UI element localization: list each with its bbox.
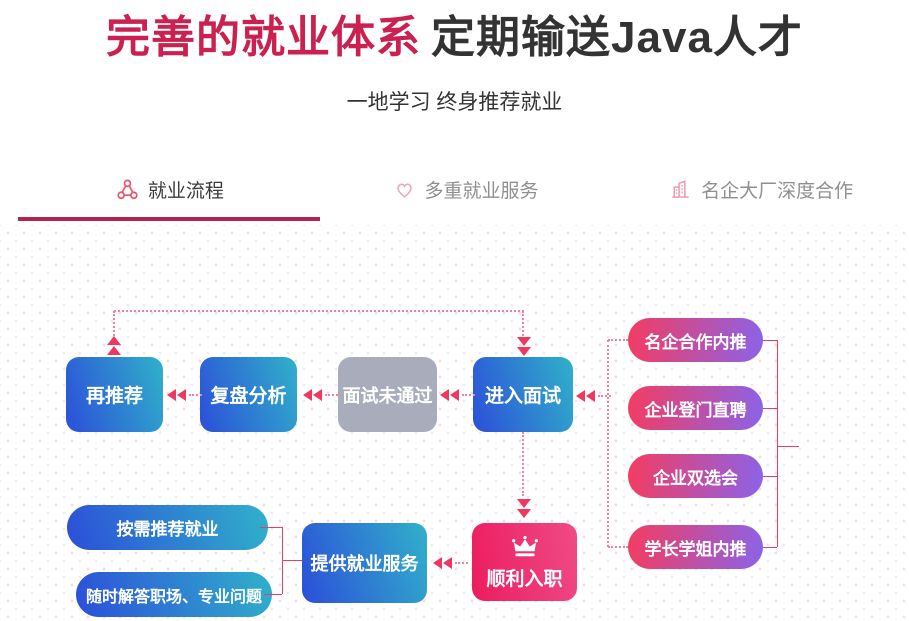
connector-stub <box>763 340 777 341</box>
tab-bar: 就业流程 多重就业服务 名企大厂深度合作 <box>0 168 909 210</box>
connector-stub <box>264 594 282 595</box>
connector-to-circle <box>777 446 799 447</box>
channel-pill: 名企合作内推 <box>628 318 763 362</box>
connector-to-service-box <box>282 560 302 561</box>
flowchart: 再推荐 复盘分析 面试未通过 进入面试 名企合作内推 企业登门直聘 企业双选会 … <box>0 225 909 621</box>
flow-box-onboard: 顺利入职 <box>472 523 577 601</box>
connector-channels-right <box>777 340 778 547</box>
flow-box-interview-failed: 面试未通过 <box>338 357 437 432</box>
connector-top-loop-left <box>113 311 115 336</box>
title-accent: 完善的就业体系 <box>106 13 422 62</box>
flow-box-enter-interview: 进入面试 <box>473 357 573 432</box>
onboard-label: 顺利入职 <box>486 568 563 590</box>
tab-label: 多重就业服务 <box>424 180 539 202</box>
flow-box-employment-service: 提供就业服务 <box>302 523 427 603</box>
arrow-up-icon <box>106 336 121 356</box>
page-title: 完善的就业体系定期输送Java人才 <box>0 12 909 65</box>
page-subtitle: 一地学习 终身推荐就业 <box>346 91 563 114</box>
connector-stub <box>763 547 777 548</box>
arrow-down-icon <box>516 336 531 356</box>
channel-pill: 企业双选会 <box>628 454 763 498</box>
building-icon <box>669 178 692 201</box>
arrow-left-icon <box>303 388 338 401</box>
connector-top-loop-right <box>522 311 524 336</box>
tab-employment-process[interactable]: 就业流程 <box>22 168 318 210</box>
arrow-left-icon <box>440 388 475 401</box>
connector-stub <box>763 476 777 477</box>
service-pill: 随时解答职场、专业问题 <box>76 572 272 617</box>
title-main: 定期输送Java人才 <box>431 13 803 62</box>
channel-pill: 企业登门直聘 <box>628 386 763 430</box>
connector-interview-to-onboard <box>522 432 524 496</box>
channel-pill: 学长学姐内推 <box>628 525 763 569</box>
arrow-down-icon <box>516 498 531 518</box>
flow-box-re-recommend: 再推荐 <box>66 357 163 432</box>
connector-stub <box>763 408 777 409</box>
flow-box-review-analysis: 复盘分析 <box>200 357 297 432</box>
service-pill: 按需推荐就业 <box>67 505 268 550</box>
connector-channels-left <box>607 340 609 547</box>
active-tab-indicator <box>18 217 320 221</box>
arrow-left-icon <box>576 389 611 402</box>
connector-channels-bottom-stub <box>608 546 628 548</box>
tab-employment-services[interactable]: 多重就业服务 <box>318 168 614 210</box>
connector-channels-top-stub <box>608 339 628 341</box>
tab-company-cooperation[interactable]: 名企大厂深度合作 <box>613 168 909 210</box>
connector-stub <box>260 527 282 528</box>
connector-top-loop <box>114 310 524 312</box>
group-icon <box>116 178 139 201</box>
tab-label: 名企大厂深度合作 <box>701 180 854 202</box>
heart-icon <box>393 178 416 201</box>
crown-icon <box>509 534 541 559</box>
arrow-left-icon <box>167 388 202 401</box>
arrow-left-icon <box>433 556 468 569</box>
tab-label: 就业流程 <box>147 180 224 202</box>
